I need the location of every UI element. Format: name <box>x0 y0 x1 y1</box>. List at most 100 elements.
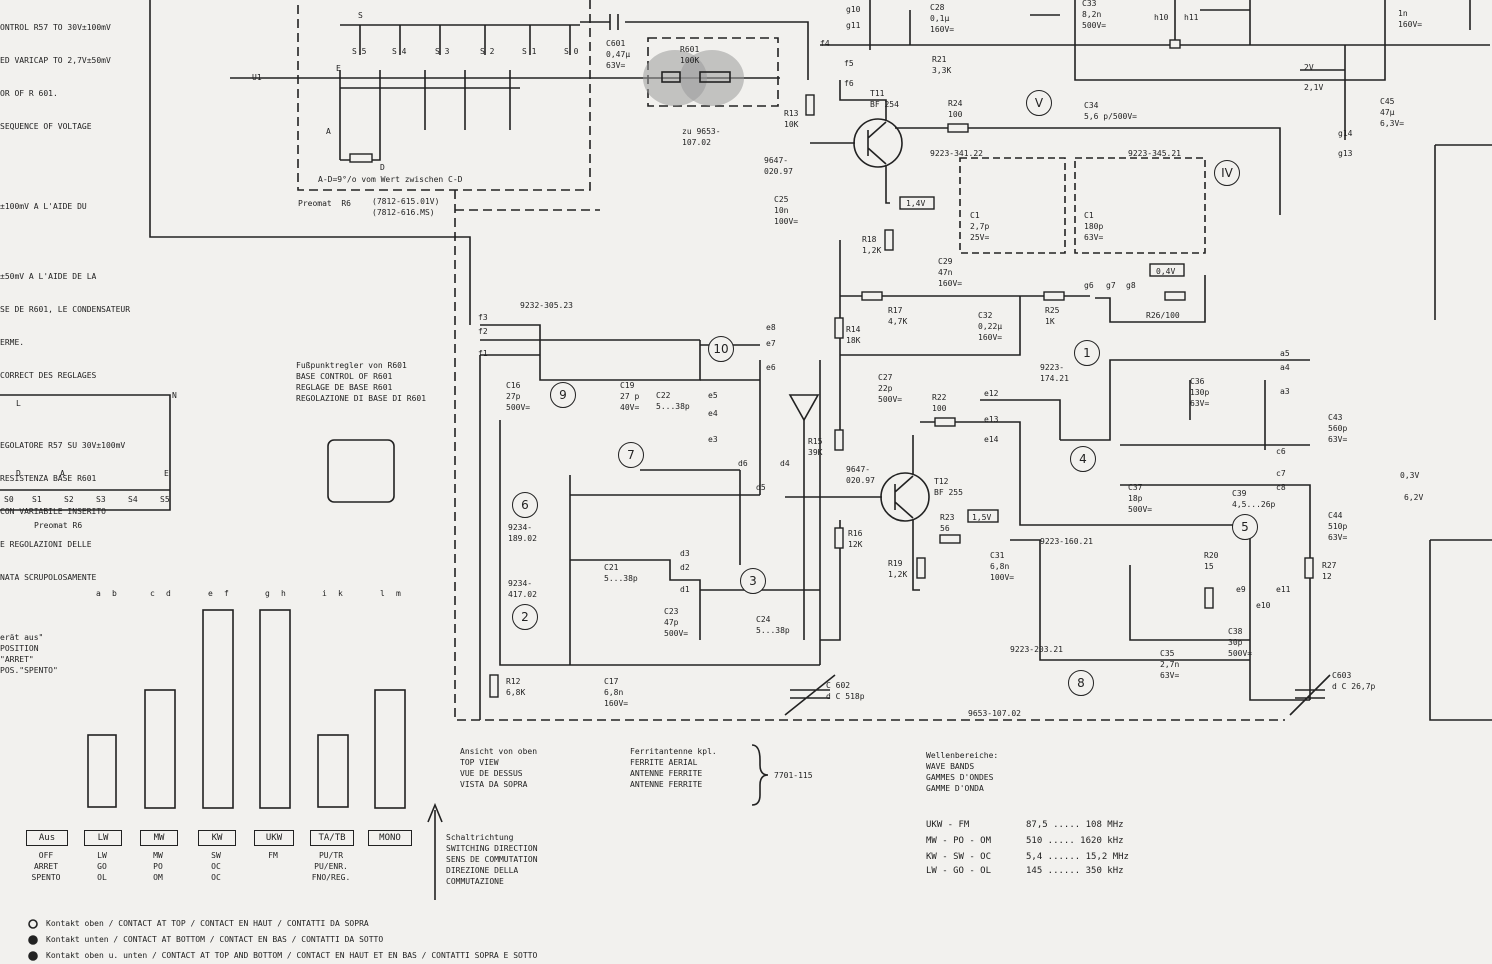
top-view-label: Ansicht von oben TOP VIEW VUE DE DESSUS … <box>460 747 538 789</box>
terminal: h11 <box>1184 13 1199 22</box>
c602-label: C 602 d C 518p <box>826 681 865 701</box>
r601-part: zu 9653- 107.02 <box>682 127 721 147</box>
terminal: a3 <box>1280 387 1290 396</box>
note-line <box>0 234 130 245</box>
switch-mw: MW <box>140 830 178 846</box>
r20-label: R20 15 <box>1204 551 1219 571</box>
c37-label: C37 18p 500V= <box>1128 483 1153 514</box>
board-outline-left <box>454 190 1285 721</box>
e-label: E <box>336 64 341 73</box>
preomat-button-s1: S1 <box>32 495 42 504</box>
preomat-button-s4: S4 <box>128 495 138 504</box>
transistor-t11: T11 BF 254 <box>870 89 899 109</box>
preomat-title: Preomat R6 <box>298 199 351 208</box>
circled-number: 6 <box>512 492 538 518</box>
coil-9223-345: 9223-345.21 <box>1128 149 1181 158</box>
r22-label: R22 100 <box>932 393 947 413</box>
switch-col: h <box>281 589 286 598</box>
terminal: e5 <box>708 391 718 400</box>
terminal: g11 <box>846 21 861 30</box>
r13-label: R13 10K <box>784 109 799 129</box>
c29-label: C29 47n 160V= <box>938 257 963 288</box>
c44-label: C44 510p 63V= <box>1328 511 1348 542</box>
terminal: e3 <box>708 435 718 444</box>
terminal: e10 <box>1256 601 1271 610</box>
switch-tatb-foot: PU/TR PU/ENR. FNO/REG. <box>311 851 351 882</box>
terminal: f2 <box>478 327 488 336</box>
preomat-button-s0: S0 <box>4 495 14 504</box>
coil-9223a: 9223- 174.21 <box>1040 363 1069 383</box>
terminal: f5 <box>844 59 854 68</box>
c34-label: C34 5,6 p/500V= <box>1084 101 1137 121</box>
ferrite-label: Ferritantenne kpl. FERRITE AERIAL ANTENN… <box>630 747 717 789</box>
r25-label: R25 1K <box>1045 306 1060 326</box>
terminal: f6 <box>844 79 854 88</box>
voltage-label: 0,4V <box>1156 267 1176 276</box>
terminal: d2 <box>680 563 690 572</box>
c33-label: C33 8,2n 500V= <box>1082 0 1107 30</box>
r27-label: R27 12 <box>1322 561 1337 581</box>
c22-label: C22 5...38p <box>656 391 690 411</box>
switch-col: g <box>265 589 270 598</box>
coil-9234b: 9234- 417.02 <box>508 579 537 599</box>
terminal: g8 <box>1126 281 1136 290</box>
c17-label: C17 6,8n 160V= <box>604 677 629 708</box>
switch-label: S 4 <box>392 47 407 56</box>
c19-label: C19 27 p 40V= <box>620 381 640 412</box>
circled-number: 7 <box>618 442 644 468</box>
switch-label: S 5 <box>352 47 367 56</box>
circled-number: V <box>1026 90 1052 116</box>
switch-col: a <box>96 589 101 598</box>
terminal: d5 <box>756 483 766 492</box>
preomat-button-s3: S3 <box>96 495 106 504</box>
terminal: g7 <box>1106 281 1116 290</box>
switch-ukw: UKW <box>254 830 294 846</box>
c603-label: C603 d C 26,7p <box>1332 671 1376 691</box>
switch-lw-foot: LW GO OL <box>97 851 107 882</box>
note-line: CORRECT DES REGLAGES <box>0 371 97 380</box>
c1a-label: C1 2,7p 25V= <box>970 211 990 242</box>
r15-label: R15 39K <box>808 437 823 457</box>
off-note: erät aus" POSITION "ARRET" POS."SPENTO" <box>0 633 58 675</box>
preomat-front-l: L <box>16 399 21 408</box>
note-line: ±50mV A L'AIDE DE LA <box>0 272 97 281</box>
wave-bands-title: Wellenbereiche: WAVE BANDS GAMMES D'ONDE… <box>926 751 999 793</box>
terminal: e13 <box>984 415 999 424</box>
terminal: e9 <box>1236 585 1246 594</box>
terminal: e4 <box>708 409 718 418</box>
c28-label: C28 0,1µ 160V= <box>930 3 955 34</box>
terminal: a5 <box>1280 349 1290 358</box>
terminal: h10 <box>1154 13 1169 22</box>
note-line: RESISTENZA BASE R601 <box>0 474 97 483</box>
circled-number: 4 <box>1070 446 1096 472</box>
c45-label: C45 47µ 6,3V= <box>1380 97 1405 128</box>
switch-col: m <box>396 589 401 598</box>
c32-label: C32 0,22µ 160V= <box>978 311 1003 342</box>
r23-label: R23 56 <box>940 513 955 533</box>
switch-lw: LW <box>84 830 122 846</box>
r24-label: R24 100 <box>948 99 963 119</box>
circled-number: 10 <box>708 336 734 362</box>
note-line: NATA SCRUPOLOSAMENTE <box>0 573 97 582</box>
terminal: g14 <box>1338 129 1353 138</box>
r14-label: R14 18K <box>846 325 861 345</box>
circled-number: 1 <box>1074 340 1100 366</box>
circled-number: 8 <box>1068 670 1094 696</box>
c35top-label: 1n 160V= <box>1398 9 1423 29</box>
terminal: d4 <box>780 459 790 468</box>
terminal: c6 <box>1276 447 1286 456</box>
terminal: c8 <box>1276 483 1286 492</box>
c35-label: C35 2,7n 63V= <box>1160 649 1180 680</box>
terminal: e11 <box>1276 585 1291 594</box>
terminal: a4 <box>1280 363 1290 372</box>
c16-label: C16 27p 500V= <box>506 381 531 412</box>
r21-label: R21 3,3K <box>932 55 952 75</box>
c36-label: C36 130p 63V= <box>1190 377 1210 408</box>
board-number: 9653-107.02 <box>968 709 1021 718</box>
note-line: ±100mV A L'AIDE DU <box>0 202 87 211</box>
c43-label: C43 560p 63V= <box>1328 413 1348 444</box>
switch-ukw-foot: FM <box>268 851 278 860</box>
